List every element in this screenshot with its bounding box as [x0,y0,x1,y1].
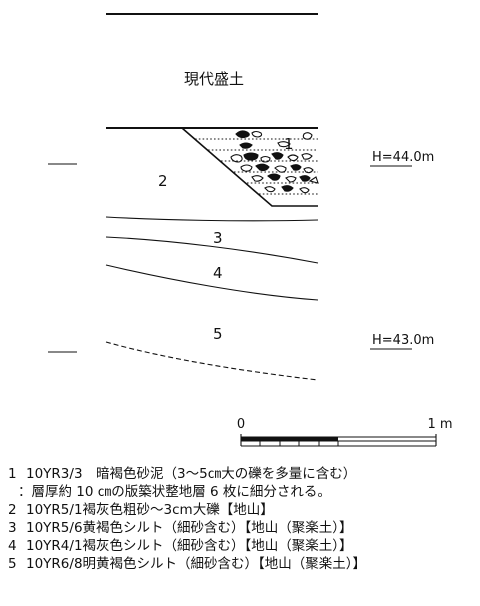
legend-text: 10YR5/1褐灰色粗砂〜3cm大礫【地山】 [26,502,274,518]
legend-number: 4 [8,538,17,554]
layer-3-4-boundary [105,236,319,264]
layer-3-label: 3 [213,229,223,247]
top-fill-label: 現代盛土 [184,70,244,88]
layer-5-bottom-boundary [105,341,319,381]
elevation-label-43: H=43.0m [372,333,434,348]
gravel-clasts [230,130,319,194]
layer-4-label: 4 [213,264,223,282]
legend-number: 3 [8,520,17,536]
legend-number: 5 [8,556,17,572]
layer-4-5-boundary [105,264,319,301]
elevation-label-44: H=44.0m [372,150,434,165]
legend-text: 10YR4/1褐灰色シルト（細砂含む）【地山（聚楽土）】 [26,538,353,554]
legend-text: 10YR5/6黄褐色シルト（細砂含む）【地山（聚楽土）】 [26,520,353,536]
scale-bar: 0 1 m [237,417,453,447]
scale-one-meter-label: 1 m [427,417,452,432]
legend-text: 10YR3/3 暗褐色砂泥（3〜5㎝大の礫を多量に含む） [26,466,357,482]
legend-number: 2 [8,502,17,518]
legend-number: 1 [8,466,17,482]
scale-zero-label: 0 [237,417,245,432]
layer-5-label: 5 [213,325,223,343]
layer-2-label: 2 [158,172,168,190]
legend-text: 10YR6/8明黄褐色シルト（細砂含む）【地山（聚楽土）】 [26,556,367,572]
layer-2-3-boundary [105,216,319,222]
layer-1-label: 1 [284,135,294,153]
legend-text: ：層厚約 10 ㎝の版築状整地層 6 枚に細分される。 [18,484,331,500]
layer-1-sublayers [195,138,318,195]
layer-1-boundary [181,127,318,207]
